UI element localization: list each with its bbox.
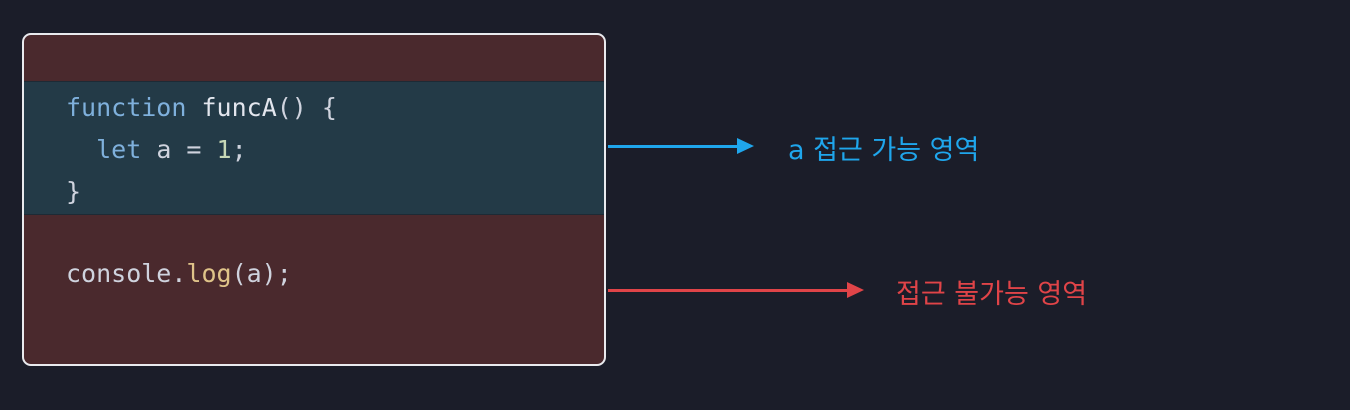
- let-body: a =: [156, 135, 217, 164]
- function-open: () {: [276, 93, 337, 122]
- code-box: function funcA() { let a = 1; } console.…: [22, 33, 606, 366]
- console-object: console.: [66, 259, 187, 288]
- access-label: a 접근 가능 영역: [788, 135, 980, 166]
- log-method: log: [186, 259, 232, 288]
- function-name: funcA: [201, 93, 277, 122]
- let-value: 1: [216, 135, 232, 164]
- console-log-line: console.log(a);: [66, 253, 292, 295]
- function-code-block: function funcA() { let a = 1; }: [66, 87, 337, 213]
- function-close: }: [66, 177, 82, 206]
- no-access-label: 접근 불가능 영역: [896, 279, 1088, 310]
- let-keyword: let: [96, 135, 142, 164]
- no-access-arrow: [608, 282, 864, 298]
- function-keyword: function: [66, 93, 187, 122]
- access-arrow: [608, 138, 754, 154]
- log-args: (a);: [231, 259, 292, 288]
- function-scope-region: [24, 81, 604, 215]
- let-end: ;: [231, 135, 247, 164]
